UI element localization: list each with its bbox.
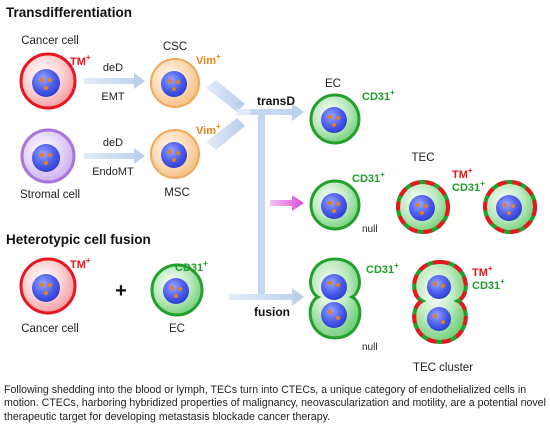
vim-marker-csc: Vim+ — [196, 52, 221, 67]
stromal-cell — [20, 128, 76, 184]
figure-caption: Following shedding into the blood or lym… — [4, 384, 546, 423]
tec-cell-2 — [483, 180, 537, 234]
csc-label: CSC — [163, 41, 187, 53]
msc-cell — [150, 129, 200, 179]
section-title-heterotypic-fusion: Heterotypic cell fusion — [6, 232, 151, 247]
ec-cell-null — [309, 179, 361, 231]
arrow-label-ded-1: deD — [103, 62, 123, 74]
arrow-label-endomt: EndoMT — [92, 166, 134, 178]
vim-marker-msc: Vim+ — [196, 122, 221, 137]
tm-marker-top: TM+ — [70, 53, 91, 68]
tec-cluster-label: TEC cluster — [413, 362, 473, 374]
cd31-marker-tec: CD31+ — [452, 179, 485, 194]
converging-arrow-transd — [206, 80, 304, 300]
cancer-cell-bottom-label: Cancer cell — [21, 323, 79, 335]
cancer-cell-bottom — [19, 257, 77, 315]
cd31-marker-ec-null: CD31+ — [352, 170, 385, 185]
null-label-1: null — [362, 224, 378, 235]
ec-cell-top — [309, 93, 361, 145]
arrow-label-transd: transD — [257, 94, 295, 108]
tm-marker-bottom: TM+ — [70, 256, 91, 271]
ec-bottom-label: EC — [169, 323, 185, 335]
arrow-label-ded-2: deD — [103, 137, 123, 149]
tm-marker-tec: TM+ — [452, 166, 473, 181]
cd31-marker-ec-bottom: CD31+ — [175, 259, 208, 274]
tec-cluster-cell — [412, 259, 468, 345]
arrow-to-null-ec — [270, 195, 304, 211]
msc-label: MSC — [164, 187, 190, 199]
cancer-cell-top — [19, 52, 77, 110]
tec-label: TEC — [412, 152, 435, 164]
arrow-label-fusion: fusion — [254, 305, 290, 319]
plus-sign: + — [115, 280, 127, 302]
cancer-cell-top-label: Cancer cell — [21, 35, 79, 47]
arrow-stromal-to-msc — [84, 148, 145, 164]
section-title-transdifferentiation: Transdifferentiation — [6, 5, 132, 20]
cd31-marker-fused-null: CD31+ — [366, 261, 399, 276]
arrow-fusion — [229, 288, 304, 306]
null-label-2: null — [362, 342, 378, 353]
ec-cell-bottom — [150, 263, 204, 317]
arrow-cancer-to-csc — [84, 73, 145, 89]
ec-top-label: EC — [325, 78, 341, 90]
stromal-cell-label: Stromal cell — [20, 189, 80, 201]
cd31-marker-tec-cluster: CD31+ — [472, 277, 505, 292]
cd31-marker-ec-top: CD31+ — [362, 88, 395, 103]
cell-transformation-diagram: Transdifferentiation Heterotypic cell fu… — [6, 5, 537, 374]
csc-cell — [150, 58, 200, 108]
tec-cell-1 — [396, 180, 450, 234]
arrow-label-emt: EMT — [101, 91, 125, 103]
fused-cell-null — [308, 257, 362, 340]
tm-marker-tec-cluster: TM+ — [472, 264, 493, 279]
